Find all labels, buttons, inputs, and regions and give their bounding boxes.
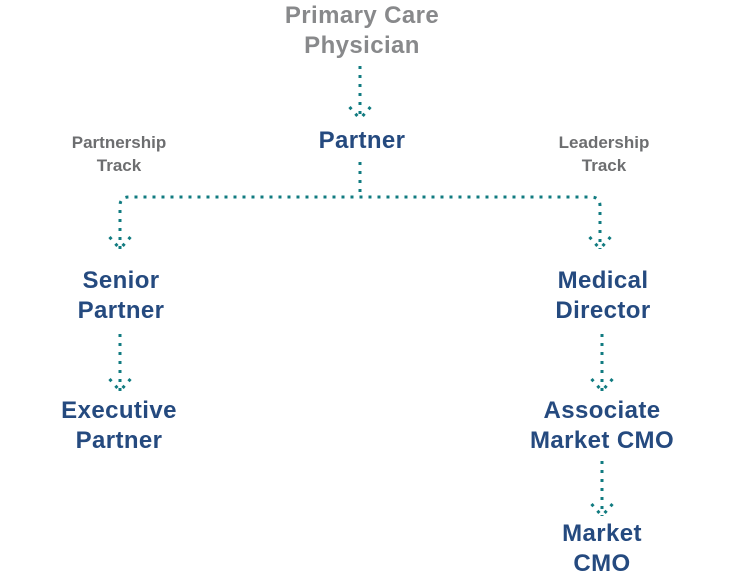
down-arrow-icon-root-to-partner — [348, 66, 372, 120]
node-label-line: Partner — [75, 427, 163, 454]
track-label-line: Partnership — [71, 133, 167, 152]
down-arrow-icon-medical-to-associate — [590, 334, 614, 392]
node-label-line: Market — [562, 520, 642, 547]
node-medical-director: Medical Director — [555, 266, 650, 326]
node-label-line: Primary Care — [284, 2, 440, 29]
label-partnership-track: Partnership Track — [72, 131, 166, 177]
down-arrow-icon-associate-to-market — [590, 461, 614, 517]
node-label-line: Medical — [557, 267, 649, 294]
node-executive-partner: Executive Partner — [61, 396, 177, 456]
track-label-line: Track — [96, 156, 142, 175]
track-label-line: Leadership — [558, 133, 650, 152]
node-label-line: Partner — [318, 127, 406, 154]
node-label-line: Partner — [77, 297, 165, 324]
label-leadership-track: Leadership Track — [559, 131, 650, 177]
node-label-line: Director — [555, 297, 651, 324]
node-label-line: CMO — [573, 550, 631, 577]
node-market-cmo: Market CMO — [562, 519, 642, 579]
branch-connector-with-down-arrows — [108, 195, 612, 250]
node-label-line: Physician — [304, 32, 420, 59]
node-label-line: Executive — [61, 397, 177, 424]
track-label-line: Track — [581, 156, 627, 175]
node-partner: Partner — [319, 126, 406, 156]
node-senior-partner: Senior Partner — [78, 266, 165, 326]
node-label-line: Senior — [82, 267, 160, 294]
node-primary-care-physician: Primary Care Physician — [285, 1, 439, 61]
down-arrow-icon-senior-to-executive — [108, 334, 132, 392]
node-label-line: Associate — [543, 397, 661, 424]
node-associate-market-cmo: Associate Market CMO — [530, 396, 674, 456]
node-label-line: Market CMO — [529, 427, 675, 454]
